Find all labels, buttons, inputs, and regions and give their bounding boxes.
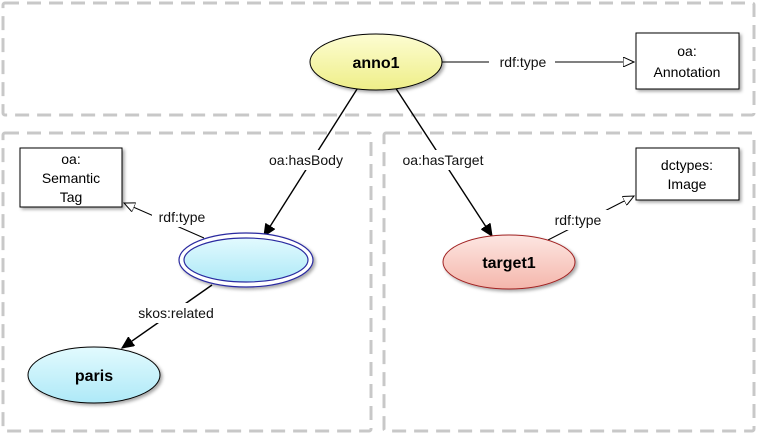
box-semantic-tag (19, 147, 123, 208)
node-anno1-label: anno1 (352, 55, 399, 72)
box-semantic-tag-line2: Semantic (42, 170, 100, 186)
edge-label-anno-type: rdf:type (500, 54, 547, 70)
node-paris-label: paris (75, 368, 113, 385)
node-body (183, 237, 309, 283)
region-annotation (1, 1, 756, 117)
box-image-line2: Image (668, 176, 707, 192)
box-annotation (635, 32, 740, 90)
edge-label-target-type: rdf:type (555, 212, 602, 228)
edge-label-bg (391, 150, 495, 170)
edge-label-bg (489, 52, 555, 72)
node-paris (27, 346, 161, 404)
node-target1-label: target1 (482, 255, 535, 272)
edge-label-bg (127, 303, 225, 323)
edge-label-bg (152, 207, 212, 227)
box-image-line1: dctypes: (661, 157, 713, 173)
region-target (382, 131, 756, 433)
edge-label-has-target: oa:hasTarget (403, 152, 484, 168)
box-image (635, 147, 740, 201)
edge-label-body-type: rdf:type (159, 209, 206, 225)
edge-label-has-body: oa:hasBody (269, 152, 343, 168)
edge-label-bg (548, 210, 608, 230)
box-semantic-tag-line1: oa: (61, 151, 80, 167)
box-semantic-tag-line3: Tag (60, 189, 83, 205)
box-annotation-line1: oa: (677, 43, 696, 59)
region-body (1, 131, 373, 433)
node-anno1 (309, 33, 443, 91)
edge-label-skos-related: skos:related (138, 305, 213, 321)
box-annotation-line2: Annotation (654, 64, 721, 80)
node-target1 (442, 234, 576, 290)
edge-label-bg (266, 150, 346, 170)
